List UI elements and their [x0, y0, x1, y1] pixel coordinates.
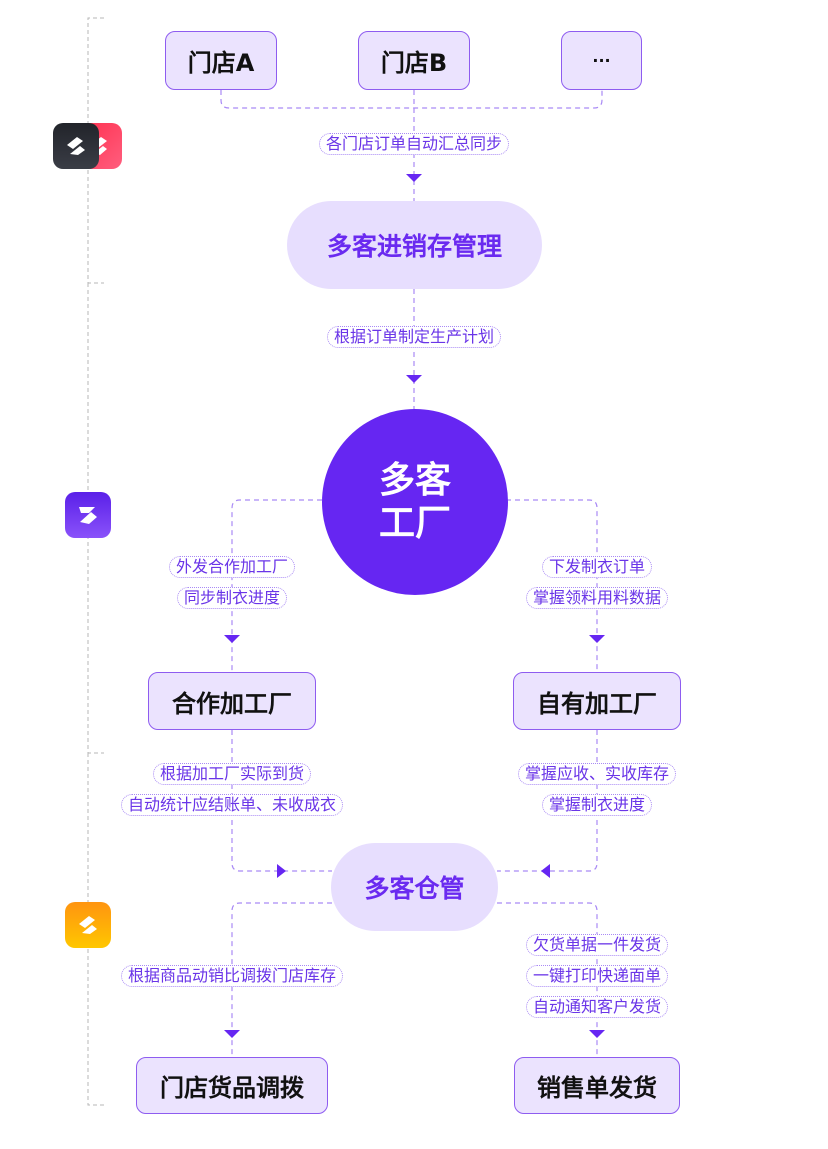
section-bracket-warehouse: [87, 753, 104, 1106]
own-factory-node[interactable]: 自有加工厂: [513, 672, 681, 730]
flow-label-sync-progress: 同步制衣进度: [176, 587, 288, 609]
flow-label-backorder-ship: 欠货单据一件发货: [525, 934, 669, 956]
connector-warehouse-left: [231, 902, 332, 1058]
partner-factory-node[interactable]: 合作加工厂: [148, 672, 316, 730]
arrow-down-transfer: [224, 1030, 240, 1038]
arrow-right-warehouse: [277, 864, 286, 878]
flow-label-production-progress: 掌握制衣进度: [541, 794, 653, 816]
flow-label-auto-settlement: 自动统计应结账单、未收成衣: [120, 794, 344, 816]
store-b-node[interactable]: 门店B: [358, 31, 470, 90]
connector-factory-right: [506, 499, 598, 673]
s-logo-icon: [67, 137, 85, 155]
factory-hub-node[interactable]: 多客 工厂: [322, 409, 508, 595]
warehouse-node[interactable]: 多客仓管: [331, 843, 498, 931]
arrow-left-warehouse: [541, 864, 550, 878]
z-logo-icon: [79, 507, 97, 524]
connector-factory-left: [231, 499, 322, 673]
store-a-node[interactable]: 门店A: [165, 31, 277, 90]
flow-label-print-waybill: 一键打印快递面单: [525, 965, 669, 987]
arrow-down-shipping: [589, 1030, 605, 1038]
sales-shipping-node[interactable]: 销售单发货: [514, 1057, 680, 1114]
duoke-factory-app-icon: [65, 492, 111, 538]
connector-own-warehouse: [497, 730, 598, 872]
arrow-down-partner: [224, 635, 240, 643]
arrow-down-erp: [406, 174, 422, 182]
factory-hub-line1: 多客: [378, 459, 451, 501]
flow-label-outsource: 外发合作加工厂: [168, 556, 296, 578]
arrowheads: [224, 174, 605, 1038]
flow-connectors: [220, 90, 603, 1058]
store-transfer-node[interactable]: 门店货品调拨: [136, 1057, 328, 1114]
connector-warehouse-right: [497, 902, 598, 1058]
flow-label-issue-order: 下发制衣订单: [541, 556, 653, 578]
duoke-warehouse-app-icon: [65, 902, 111, 948]
flow-label-receivable-stock: 掌握应收、实收库存: [517, 763, 677, 785]
flow-label-plan: 根据订单制定生产计划: [326, 326, 502, 348]
flow-label-sync: 各门店订单自动汇总同步: [318, 133, 510, 155]
factory-hub-line2: 工厂: [378, 503, 451, 544]
more-stores-node[interactable]: ···: [561, 31, 642, 90]
s-logo-icon: [79, 916, 97, 934]
arrow-down-factory: [406, 375, 422, 383]
erp-node[interactable]: 多客进销存管理: [287, 201, 542, 289]
duoke-erp-app-icon: [53, 123, 99, 169]
connector-partner-warehouse: [231, 730, 332, 872]
arrow-down-own: [589, 635, 605, 643]
flow-label-material-data: 掌握领料用料数据: [525, 587, 669, 609]
connector-stores-merge: [220, 90, 603, 109]
flow-label-actual-arrival: 根据加工厂实际到货: [152, 763, 312, 785]
flow-label-notify-customer: 自动通知客户发货: [525, 996, 669, 1018]
flow-label-stock-transfer: 根据商品动销比调拨门店库存: [120, 965, 344, 987]
